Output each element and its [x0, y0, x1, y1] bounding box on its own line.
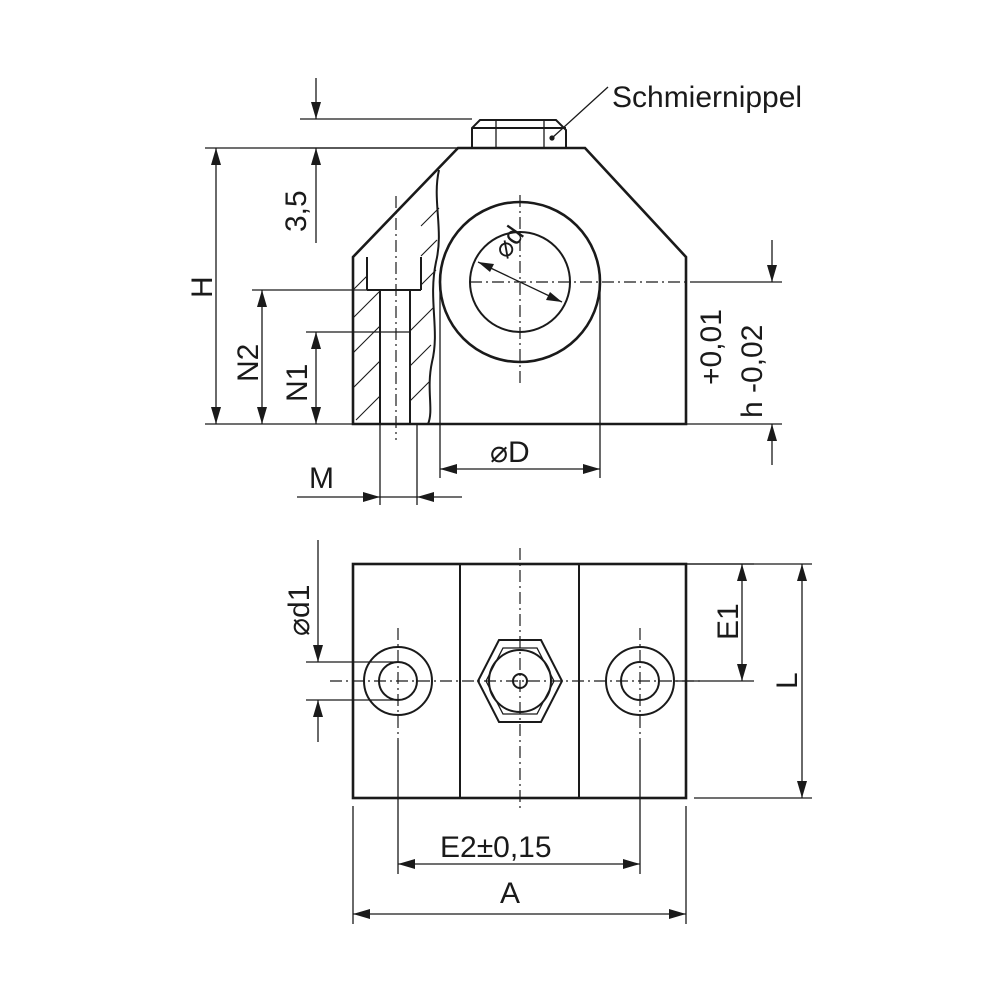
dim-M-arrow-left [363, 492, 380, 502]
dim-d-arrow-1 [478, 262, 494, 272]
dim-E1-arrow-top [737, 564, 747, 581]
mounting-hole-left-counterbore [363, 646, 433, 716]
dim-E2-arrow-left [398, 859, 415, 869]
dim-N2-arrow-top [257, 290, 267, 307]
dim-A-arrow-left [353, 909, 370, 919]
dim-D-arrow-left [440, 464, 457, 474]
dim-H-arrow-top [211, 148, 221, 165]
section-break-line [427, 169, 440, 425]
dim-h-tol-minus-label: h -0,02 [736, 325, 769, 418]
lubrication-nipple-hex [471, 119, 567, 148]
dim-D-label: ⌀D [490, 436, 530, 469]
section-hatching [352, 207, 440, 421]
nipple-hex-chamfer [485, 647, 555, 715]
dim-L-arrow-top [797, 564, 807, 581]
dim-d1-arrow-top [313, 645, 323, 662]
dim-N1-arrow-bottom [311, 407, 321, 424]
dim-N2-arrow-bottom [257, 407, 267, 424]
dim-H-label: H [186, 276, 219, 298]
dim-3-5-label: 3,5 [280, 190, 313, 232]
dim-d1-arrow-bottom [313, 700, 323, 717]
dim-D-arrow-right [583, 464, 600, 474]
dim-h-arrow-top [767, 265, 777, 282]
dim-h-arrow-bottom [767, 424, 777, 441]
dim-N1-arrow-top [311, 332, 321, 349]
nipple-leader-line [551, 86, 609, 139]
dim-N2-label: N2 [232, 344, 265, 382]
dim-L-arrow-bottom [797, 781, 807, 798]
dim-L-label: L [771, 672, 804, 689]
dim-M-label: M [309, 462, 334, 495]
dim-A-arrow-right [669, 909, 686, 919]
nipple-hex-top [476, 639, 564, 723]
dim-E1-arrow-bottom [737, 664, 747, 681]
nipple-center-hole [512, 673, 528, 689]
mounting-hole-right-bore [620, 661, 660, 701]
dim-d-line [477, 261, 563, 303]
dim-d1-label: ⌀d1 [283, 585, 316, 636]
dim-d-label: ⌀d [487, 221, 530, 264]
dim-3-5-arrow-bottom [311, 148, 321, 165]
top-view: ⌀d1 E1 L E2±0,15 A [283, 540, 812, 924]
dim-M-arrow-right [417, 492, 434, 502]
nipple-leader-dot [549, 135, 555, 141]
dim-E2-arrow-right [623, 859, 640, 869]
dim-H-arrow-bottom [211, 407, 221, 424]
lubrication-nipple-label: Schmiernippel [612, 81, 802, 114]
front-view: Schmiernippel 3,5 H N2 N1 M [186, 78, 802, 505]
dim-N1-label: N1 [281, 364, 314, 402]
dim-E1-label: E1 [712, 603, 745, 640]
dim-E2-label: E2±0,15 [440, 831, 552, 864]
dim-d-arrow-2 [546, 292, 562, 302]
nipple-washer-circle [488, 649, 552, 713]
dim-h-tol-plus-label: +0,01 [695, 309, 728, 385]
dim-3-5-arrow-top [311, 102, 321, 119]
dim-A-label: A [500, 877, 520, 910]
